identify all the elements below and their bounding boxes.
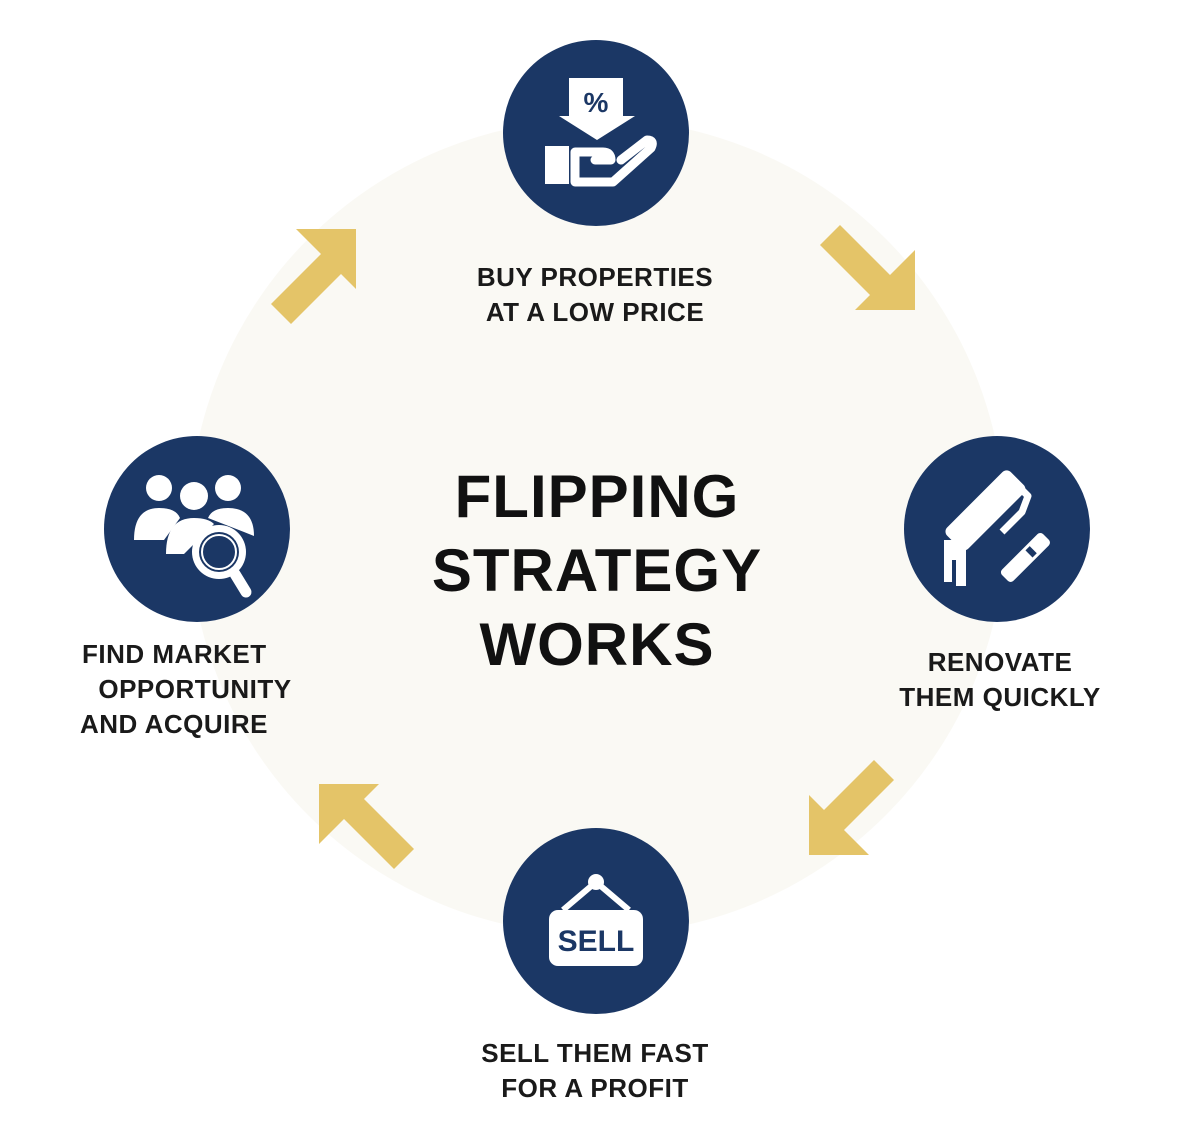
title-line: FLIPPING bbox=[454, 463, 740, 530]
paint-roller-icon bbox=[944, 470, 1050, 586]
label-line: FIND MARKET bbox=[82, 639, 267, 669]
step-sell-label: SELL THEM FAST FOR A PROFIT bbox=[440, 1036, 750, 1106]
sell-sign-icon: SELL bbox=[549, 874, 643, 966]
step-find-circle bbox=[104, 436, 290, 622]
step-buy-label: BUY PROPERTIES AT A LOW PRICE bbox=[440, 260, 750, 330]
diagram-title: FLIPPING STRATEGY WORKS bbox=[380, 460, 814, 682]
title-line: WORKS bbox=[479, 611, 715, 678]
title-line: STRATEGY bbox=[431, 537, 763, 604]
label-line: BUY PROPERTIES bbox=[476, 262, 714, 292]
label-line: THEM QUICKLY bbox=[899, 682, 1101, 712]
step-renovate-circle bbox=[904, 436, 1090, 622]
svg-text:%: % bbox=[584, 87, 609, 118]
step-sell-circle: SELL bbox=[503, 828, 689, 1014]
label-line: OPPORTUNITY bbox=[98, 674, 292, 704]
background-circle bbox=[189, 119, 1005, 935]
label-line: FOR A PROFIT bbox=[501, 1073, 689, 1103]
label-line: AND ACQUIRE bbox=[80, 709, 268, 739]
step-buy-circle: % bbox=[503, 40, 689, 226]
label-line: AT A LOW PRICE bbox=[485, 297, 705, 327]
people-search-icon bbox=[134, 475, 254, 598]
step-renovate-label: RENOVATE THEM QUICKLY bbox=[870, 645, 1130, 715]
svg-text:SELL: SELL bbox=[558, 925, 635, 958]
label-line: SELL THEM FAST bbox=[481, 1038, 709, 1068]
step-find-label: FIND MARKET OPPORTUNITY AND ACQUIRE bbox=[60, 637, 330, 742]
discount-hand-icon: % bbox=[545, 78, 657, 187]
label-line: RENOVATE bbox=[927, 647, 1073, 677]
